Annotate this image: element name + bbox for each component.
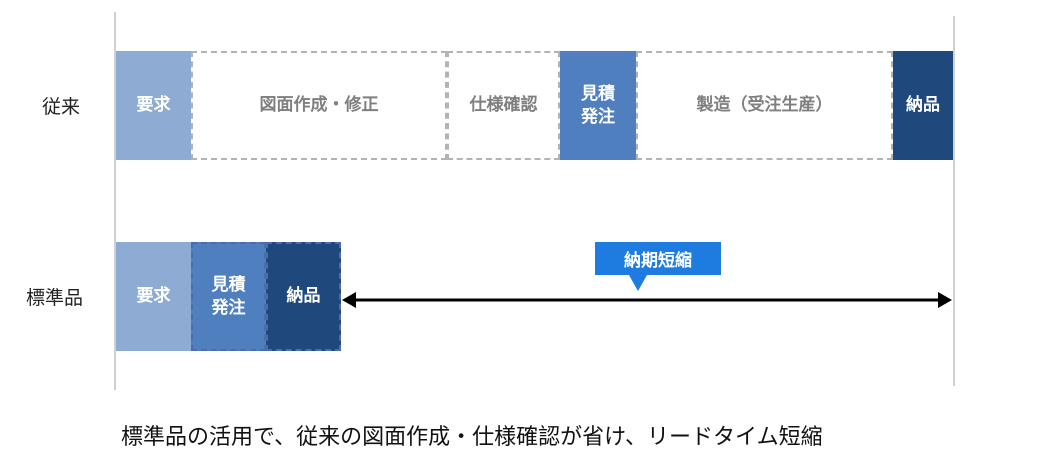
- block-estimate-order: 見積 発注: [560, 51, 636, 160]
- block-drawing: 図面作成・修正: [191, 51, 447, 160]
- row-label-conventional: 従来: [42, 96, 81, 118]
- block-spec-check: 仕様確認: [447, 51, 560, 160]
- block-manufacturing: 製造（受注生産）: [636, 51, 893, 160]
- std-block-request: 要求: [116, 242, 191, 351]
- caption: 標準品の活用で、従来の図面作成・仕様確認が省け、リードタイム短縮: [121, 425, 823, 450]
- lead-time-arrow: [342, 292, 952, 308]
- row-label-standard: 標準品: [26, 287, 84, 309]
- block-request: 要求: [116, 51, 191, 160]
- end-line: [953, 16, 955, 386]
- lead-time-callout: 納期短縮: [595, 242, 721, 275]
- std-block-estimate-order: 見積 発注: [191, 242, 266, 351]
- start-line: [114, 12, 116, 390]
- std-block-delivery: 納品: [266, 242, 341, 351]
- callout-tail: [629, 275, 647, 291]
- block-delivery: 納品: [893, 51, 953, 160]
